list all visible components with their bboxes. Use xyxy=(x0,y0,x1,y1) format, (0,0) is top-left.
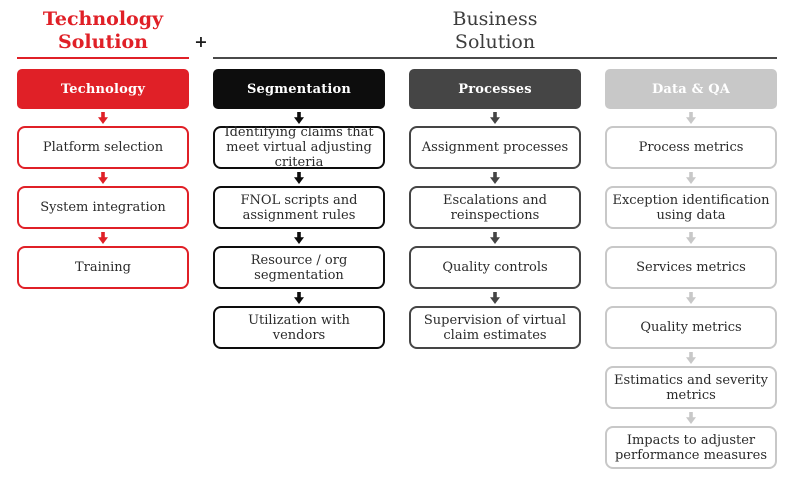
step-box-fnol-scripts: FNOL scripts and assignment rules xyxy=(213,186,385,229)
step-box-quality-metrics: Quality metrics xyxy=(605,306,777,349)
step-box-identifying-claims: Identifying claims that meet virtual adj… xyxy=(213,125,385,170)
down-arrow-icon xyxy=(605,289,777,306)
business-solution-title-line2: Solution xyxy=(454,31,536,53)
step-box-services-metrics: Services metrics xyxy=(605,246,777,289)
down-arrow-icon xyxy=(409,169,581,186)
down-arrow-icon xyxy=(605,409,777,426)
step-box-quality-controls: Quality controls xyxy=(409,246,581,289)
step-box-utilization-with-vendors: Utilization with vendors xyxy=(213,306,385,349)
down-arrow-icon xyxy=(605,349,777,366)
technology-solution-title-line1: Technology xyxy=(42,8,164,30)
down-arrow-icon xyxy=(213,289,385,306)
technology-solution-title-block: Technology Solution xyxy=(17,8,189,59)
step-box-training: Training xyxy=(17,246,189,289)
step-box-impacts-adjuster-performance: Impacts to adjuster performance measures xyxy=(605,426,777,469)
business-solution-title-line1: Business xyxy=(452,8,538,30)
step-box-platform-selection: Platform selection xyxy=(17,126,189,169)
step-box-estimatics-severity-metrics: Estimatics and severity metrics xyxy=(605,366,777,409)
down-arrow-icon xyxy=(213,229,385,246)
columns-row: Technology Platform selection System int… xyxy=(0,69,798,469)
down-arrow-icon xyxy=(17,229,189,246)
step-box-exception-identification: Exception identification using data xyxy=(605,186,777,229)
column-header-segmentation: Segmentation xyxy=(213,69,385,109)
step-box-assignment-processes: Assignment processes xyxy=(409,126,581,169)
technology-solution-title-line2: Solution xyxy=(58,31,148,53)
down-arrow-icon xyxy=(409,229,581,246)
column-header-technology: Technology xyxy=(17,69,189,109)
down-arrow-icon xyxy=(605,109,777,126)
step-box-escalations-reinspections: Escalations and reinspections xyxy=(409,186,581,229)
column-header-data-qa: Data & QA xyxy=(605,69,777,109)
business-solution-title: Business Solution xyxy=(213,8,777,57)
down-arrow-icon xyxy=(605,229,777,246)
down-arrow-icon xyxy=(409,109,581,126)
titles-row: Technology Solution + Business Solution xyxy=(0,0,798,59)
plus-sign: + xyxy=(194,32,208,51)
down-arrow-icon xyxy=(17,109,189,126)
column-technology: Technology Platform selection System int… xyxy=(17,69,189,469)
column-processes: Processes Assignment processes Escalatio… xyxy=(409,69,581,469)
down-arrow-icon xyxy=(213,109,385,126)
down-arrow-icon xyxy=(605,169,777,186)
column-segmentation: Segmentation Identifying claims that mee… xyxy=(213,69,385,469)
technology-solution-title: Technology Solution xyxy=(17,8,189,57)
column-data-qa: Data & QA Process metrics Exception iden… xyxy=(605,69,777,469)
down-arrow-icon xyxy=(213,169,385,186)
step-box-resource-org-segmentation: Resource / org segmentation xyxy=(213,246,385,289)
down-arrow-icon xyxy=(17,169,189,186)
column-header-processes: Processes xyxy=(409,69,581,109)
step-box-supervision-virtual-claim: Supervision of virtual claim estimates xyxy=(409,306,581,349)
step-box-system-integration: System integration xyxy=(17,186,189,229)
business-solution-title-block: Business Solution xyxy=(213,8,777,59)
step-box-process-metrics: Process metrics xyxy=(605,126,777,169)
down-arrow-icon xyxy=(409,289,581,306)
business-solution-underline xyxy=(213,57,777,59)
technology-solution-underline xyxy=(17,57,189,59)
